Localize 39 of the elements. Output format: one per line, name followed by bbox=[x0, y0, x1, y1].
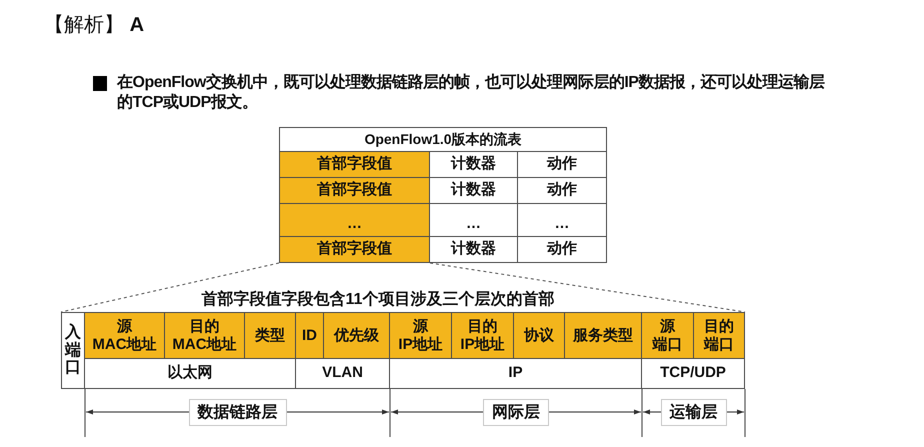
table-cell: TCP/UDP bbox=[642, 359, 745, 389]
table-cell: 动作 bbox=[518, 178, 607, 204]
table-cell: 计数器 bbox=[430, 152, 518, 178]
heading: 【解析】 A bbox=[44, 13, 144, 38]
layer-label: 数据链路层 bbox=[188, 399, 286, 426]
table-cell: … bbox=[280, 204, 430, 237]
paragraph: 在OpenFlow交换机中，既可以处理数据链路层的帧，也可以处理网际层的IP数据报，还可以处理运输层的TCP或UDP报文。 bbox=[117, 73, 826, 113]
table-cell: 目的 MAC地址 bbox=[165, 313, 245, 359]
table-cell: 计数器 bbox=[430, 178, 518, 204]
table-cell: … bbox=[518, 204, 607, 237]
table-header-cell: OpenFlow1.0版本的流表 bbox=[280, 128, 607, 152]
table-cell: 首部字段值 bbox=[280, 237, 430, 263]
layer-label: 运输层 bbox=[660, 399, 726, 426]
table-cell: VLAN bbox=[296, 359, 390, 389]
table-cell: 类型 bbox=[245, 313, 296, 359]
table-cell: 服务类型 bbox=[565, 313, 642, 359]
table-cell: 目的 IP地址 bbox=[452, 313, 514, 359]
table-cell: 源端口 bbox=[642, 313, 694, 359]
table-cell: 首部字段值 bbox=[280, 152, 430, 178]
table-cell: 入端口 bbox=[62, 313, 85, 389]
layer-label: 网际层 bbox=[483, 399, 549, 426]
dashed-connector bbox=[60, 262, 280, 312]
table-cell: … bbox=[430, 204, 518, 237]
flow-table bbox=[279, 127, 607, 263]
table-cell: 首部字段值 bbox=[280, 178, 430, 204]
table-cell: 计数器 bbox=[430, 237, 518, 263]
dashed-connector bbox=[430, 262, 746, 312]
table-cell: 以太网 bbox=[85, 359, 296, 389]
table-cell: IP bbox=[390, 359, 642, 389]
table-caption: 首部字段值字段包含11个项目涉及三个层次的首部 bbox=[202, 290, 554, 310]
table-cell: 目的端口 bbox=[694, 313, 745, 359]
table-cell: 动作 bbox=[518, 152, 607, 178]
table-cell: 协议 bbox=[514, 313, 565, 359]
table-cell: 源 MAC地址 bbox=[85, 313, 165, 359]
table-cell: 动作 bbox=[518, 237, 607, 263]
table-cell: 源 IP地址 bbox=[390, 313, 452, 359]
header-fields-table bbox=[61, 312, 745, 389]
table-cell: 优先级 bbox=[324, 313, 390, 359]
table-cell: ID bbox=[296, 313, 324, 359]
